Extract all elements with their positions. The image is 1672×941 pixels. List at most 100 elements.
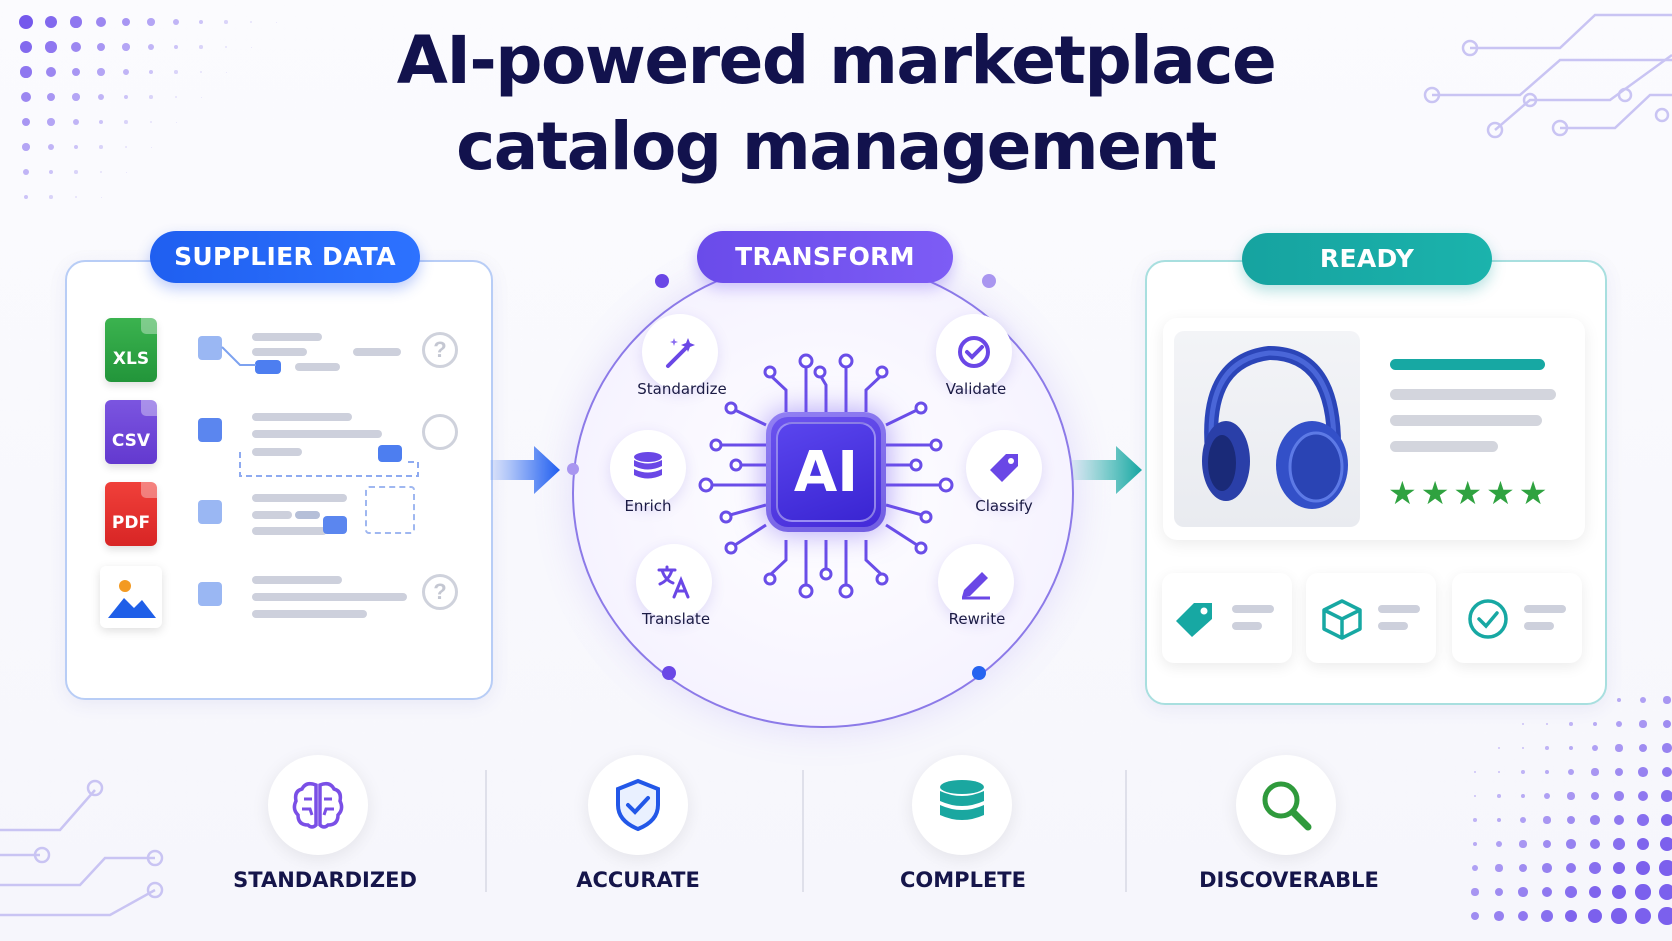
- decorative-dot: [1494, 911, 1504, 921]
- ai-chip: AI: [766, 412, 886, 532]
- decorative-dot: [1658, 883, 1672, 901]
- decorative-dot: [1591, 768, 1599, 776]
- decorative-dot: [1542, 839, 1552, 849]
- pencil-icon: [962, 572, 990, 600]
- decorative-dot: [173, 44, 179, 50]
- decorative-dot: [122, 68, 130, 76]
- ai-chip-label: AI: [776, 422, 876, 522]
- decorative-dot: [1662, 719, 1672, 729]
- decorative-dot: [1474, 771, 1476, 773]
- package-badge-card: [1306, 573, 1436, 663]
- decorative-dot: [198, 19, 204, 25]
- supplier-data-badge: SUPPLIER DATA: [150, 231, 420, 283]
- standardized-label: STANDARDIZED: [233, 868, 417, 892]
- decorative-dot: [147, 18, 155, 26]
- decorative-dot: [1569, 722, 1573, 726]
- decorative-dot: [22, 168, 30, 176]
- decorative-dot: [149, 120, 153, 124]
- decorative-dot: [20, 91, 32, 103]
- decorative-dot: [45, 66, 57, 78]
- decorative-dot: [1614, 767, 1624, 777]
- decorative-dot: [1497, 794, 1501, 798]
- decorative-dot: [1587, 908, 1603, 924]
- decorative-dot: [71, 67, 81, 77]
- decorative-dot: [72, 93, 80, 101]
- decorative-dot: [20, 66, 32, 78]
- magic-wand-icon: [666, 338, 695, 368]
- decorative-dot: [172, 18, 180, 26]
- decorative-dot: [74, 170, 78, 174]
- decorative-dot: [174, 95, 178, 99]
- decorative-dot: [46, 92, 56, 102]
- circle-node: [567, 463, 579, 475]
- decorative-dot: [125, 171, 127, 173]
- decorative-dot: [19, 15, 33, 29]
- ai-circuit-traces: [698, 353, 954, 599]
- decorative-dot: [1541, 910, 1553, 922]
- decorative-dot: [1520, 793, 1526, 799]
- box-icon: [1322, 599, 1362, 640]
- decorative-dot: [1658, 907, 1672, 925]
- decorative-dot: [1637, 814, 1649, 826]
- decorative-dot: [1590, 791, 1600, 801]
- decorative-dot: [1662, 743, 1672, 753]
- decorative-dot: [48, 169, 54, 175]
- decorative-dot: [199, 70, 203, 74]
- decorative-dot: [1496, 817, 1502, 823]
- decorative-dot: [1472, 841, 1478, 847]
- decorative-dot: [249, 20, 253, 24]
- classify-step: [966, 430, 1042, 506]
- validate-label: Validate: [945, 380, 1007, 398]
- database-icon: [634, 452, 662, 479]
- rewrite-label: Rewrite: [948, 610, 1006, 628]
- decorative-dot: [1498, 747, 1500, 749]
- decorative-dot: [45, 41, 57, 53]
- decorative-dot: [99, 145, 103, 149]
- decorative-dot: [44, 15, 58, 29]
- decorative-dot: [224, 20, 228, 24]
- decorative-dot: [1639, 696, 1647, 704]
- decorative-dot: [1614, 791, 1624, 801]
- tag-icon: [990, 454, 1018, 482]
- decorative-dot: [1543, 816, 1551, 824]
- decorative-dot: [1615, 744, 1623, 752]
- decorative-dot: [1517, 910, 1529, 922]
- decorative-dot: [1660, 813, 1672, 827]
- decorative-dot: [149, 95, 153, 99]
- database-icon: [940, 780, 984, 820]
- decorative-dot: [1521, 770, 1525, 774]
- decorative-dot: [275, 21, 277, 23]
- decorative-dot: [1659, 836, 1672, 852]
- decorative-dot: [1564, 909, 1578, 923]
- product-text-line: [1390, 415, 1542, 426]
- enrich-label: Enrich: [624, 497, 672, 515]
- decorative-dot: [1471, 888, 1479, 896]
- decorative-dot: [1519, 840, 1527, 848]
- decorative-dot: [1639, 720, 1647, 728]
- decorative-dot: [1637, 790, 1649, 802]
- decorative-dot: [72, 118, 80, 126]
- pdf-file-icon: PDF: [105, 482, 157, 546]
- decorative-dot: [150, 146, 152, 148]
- decorative-dot: [1471, 864, 1479, 872]
- decorative-dot: [1591, 744, 1599, 752]
- decorative-dot: [1612, 861, 1626, 875]
- decorative-dot: [70, 16, 82, 28]
- decorative-dot: [1567, 792, 1575, 800]
- circuit-decoration-bottom-left: [0, 779, 164, 917]
- decorative-dot: [100, 196, 102, 198]
- standardized-benefit-icon: [268, 755, 368, 855]
- enrich-step: [610, 430, 686, 506]
- circle-node: [655, 274, 669, 288]
- check-circle-icon: [1468, 599, 1508, 639]
- decorative-dot: [1661, 766, 1672, 778]
- decorative-dot: [1589, 862, 1601, 874]
- decorative-dot: [1615, 720, 1623, 728]
- decorative-dot: [1588, 885, 1602, 899]
- decorative-dot: [96, 42, 106, 52]
- accurate-benefit-icon: [588, 755, 688, 855]
- decorative-dot: [1592, 721, 1598, 727]
- decorative-dot: [1521, 746, 1525, 750]
- rating-stars: ★★★★★: [1388, 475, 1552, 511]
- decorative-dot: [1636, 837, 1650, 851]
